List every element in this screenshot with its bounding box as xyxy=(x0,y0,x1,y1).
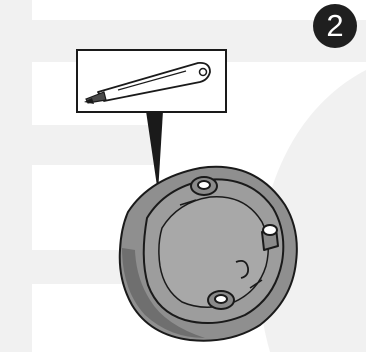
step-number-badge: 2 xyxy=(313,4,357,48)
mounting-cup-icon xyxy=(120,167,297,341)
